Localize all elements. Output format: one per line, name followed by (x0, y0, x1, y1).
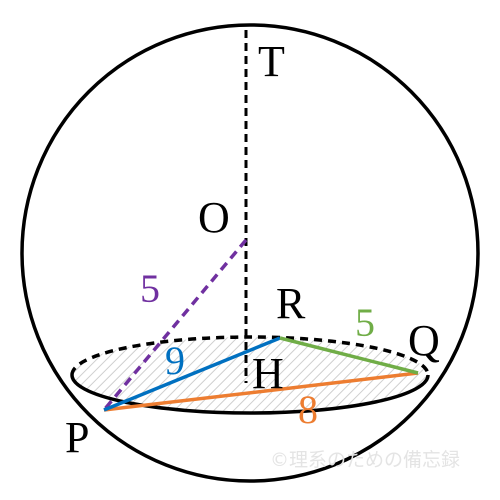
segment-PQ (103, 371, 419, 412)
label-R: R (276, 279, 306, 328)
segment-OP (102, 238, 248, 412)
section-disk-shading (72, 337, 428, 413)
watermark-text: ©理系のための備忘録 (270, 449, 460, 471)
length-PR: 9 (165, 338, 185, 383)
label-T: T (258, 37, 285, 86)
sphere-outline (20, 23, 480, 483)
length-RQ: 5 (355, 300, 375, 345)
length-PQ: 8 (298, 387, 318, 432)
section-circle-back (70, 335, 430, 376)
label-P: P (65, 413, 89, 462)
label-Q: Q (408, 316, 440, 365)
label-H: H (252, 349, 284, 398)
section-circle-front (70, 374, 430, 415)
length-OP: 5 (140, 266, 160, 311)
segment-PR (103, 336, 281, 412)
segment-RQ (279, 336, 419, 375)
label-O: O (198, 193, 230, 242)
